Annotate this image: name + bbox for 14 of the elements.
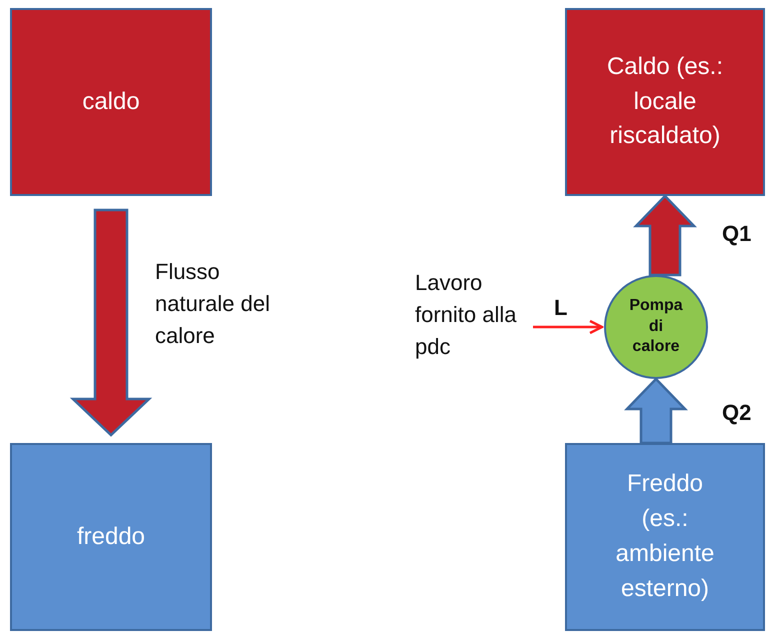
box-label: caldo [81,86,141,117]
circle-label: Pompa di calore [628,296,684,358]
block-arrow [633,194,697,276]
box-label: Freddo (es.: ambiente esterno) [614,469,716,604]
block-arrow [70,208,152,437]
cold-box [565,443,765,631]
hot-box [565,8,765,196]
block-arrow [624,377,688,444]
box-label: freddo [76,522,146,552]
hot-box [10,8,212,196]
arrow [533,320,604,334]
box-label: Caldo (es.: locale riscaldato) [606,52,724,152]
work-note: Lavoro fornito alla pdc [414,269,518,361]
cold-box [10,443,212,631]
